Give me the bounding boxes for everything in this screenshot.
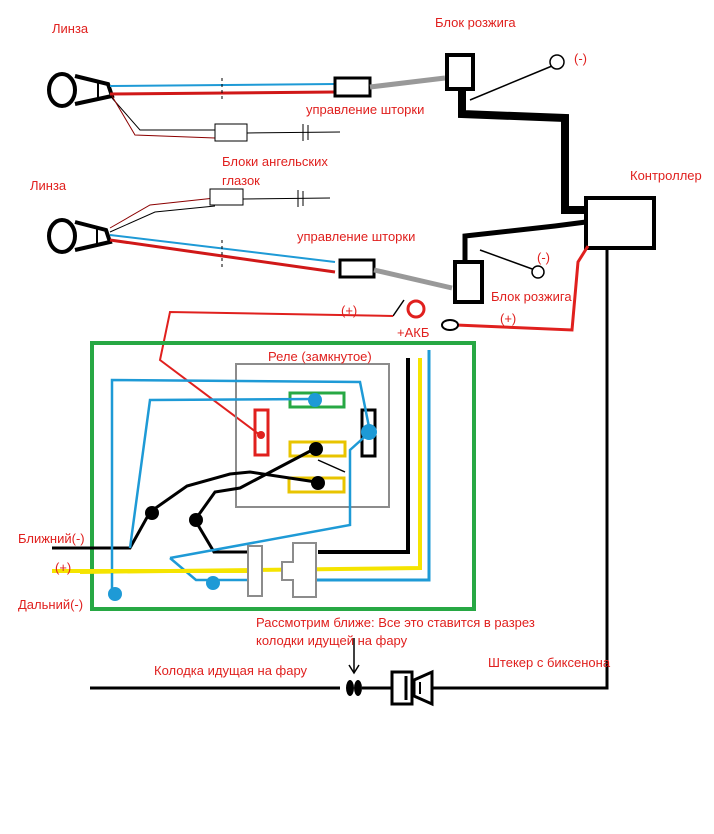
bixenon-plug-label: Штекер с биксенона [488,655,611,670]
angel-eye-block-top [214,123,248,142]
plus-left-label: (+) [55,560,71,575]
connector-male [281,542,317,598]
lens-bottom [47,218,113,254]
splice-black-4 [311,476,325,490]
lens-bottom-label: Линза [30,178,67,193]
angel-eyes-label-2: глазок [222,173,260,188]
plus-akb-wire-label: (+) [341,303,357,318]
splice-black-1 [145,506,159,520]
splice-blue-2 [361,424,377,440]
controller-block [584,196,656,250]
connector-female [247,545,263,597]
controller-label: Контроллер [630,168,702,183]
connector-to-headlight-cut [346,680,354,696]
neg-terminal-bottom [531,265,545,279]
note-line-2: колодки идущей на фару [256,633,408,648]
shutter-bottom-label: управление шторки [297,229,415,244]
controller-plus-terminal [441,319,459,331]
shutter-top-label: управление шторки [306,102,424,117]
neg-top-label: (-) [574,51,587,66]
ignition-block-bottom [453,260,484,304]
neg-terminal-top [549,54,565,70]
relay-assembly-box [90,341,476,611]
shutter-connector-bottom [338,258,376,279]
angel-eye-block-bottom [209,188,244,206]
neg-bottom-label: (-) [537,250,550,265]
relay-label: Реле (замкнутое) [268,349,372,364]
relay-contact-yellow-1 [288,440,347,458]
splice-blue-4 [108,587,122,601]
bixenon-plug [390,669,434,707]
splice-blue-1 [308,393,322,407]
splice-blue-3 [206,576,220,590]
note-line-1: Рассмотрим ближе: Все это ставится в раз… [256,615,535,630]
ignition-top-label: Блок розжига [435,15,516,30]
plus-controller-label: (+) [500,311,516,326]
splice-black-2 [189,513,203,527]
ignition-bottom-label: Блок розжига [491,289,572,304]
angel-eyes-label-1: Блоки ангельских [222,154,328,169]
connector-to-headlight-label: Колодка идущая на фару [154,663,308,678]
splice-black-3 [309,442,323,456]
low-beam-label: Ближний(-) [18,531,85,546]
ignition-block-top [445,53,475,91]
relay-coil-red [253,408,270,457]
akb-terminal [406,299,426,319]
lens-top-label: Линза [52,21,89,36]
high-beam-label: Дальний(-) [18,597,83,612]
shutter-connector-top [333,76,372,98]
lens-top [47,72,115,108]
relay-box [235,363,390,508]
plus-akb-label: +АКБ [397,325,429,340]
